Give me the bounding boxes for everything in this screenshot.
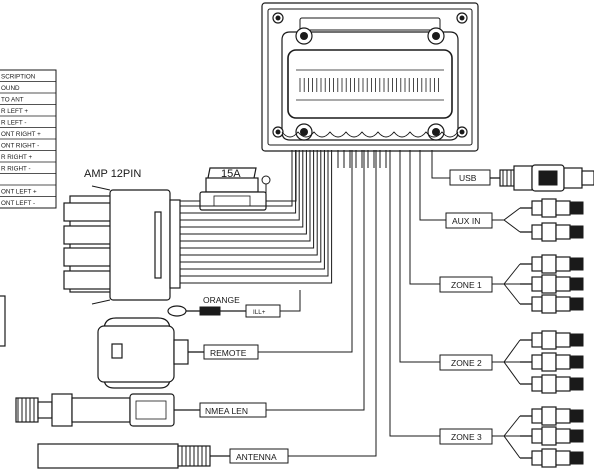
aux-label: AUX IN bbox=[452, 216, 480, 226]
remote-label: REMOTE bbox=[210, 348, 247, 358]
pin-row: R LEFT - bbox=[1, 120, 26, 127]
pin-table: SCRIPTION OUND TO ANT R LEFT + R LEFT - ONT R… bbox=[0, 69, 57, 209]
pin-row: SCRIPTION bbox=[1, 74, 36, 81]
fuse-label: 15A bbox=[221, 168, 241, 180]
zone2-label: ZONE 2 bbox=[451, 358, 482, 368]
usb-connector: USB bbox=[431, 150, 594, 192]
pin-row: R RIGHT - bbox=[1, 166, 31, 173]
pin-row: R LEFT + bbox=[1, 108, 28, 115]
rca-plug-icon bbox=[570, 225, 584, 239]
pin-row: ONT RIGHT - bbox=[1, 143, 39, 150]
pin-row: ONT LEFT + bbox=[1, 189, 37, 196]
pin-row: R RIGHT + bbox=[1, 154, 33, 161]
pin-row: TO ANT bbox=[1, 97, 24, 104]
rca-plug-icon bbox=[570, 333, 584, 347]
rca-plug-icon bbox=[570, 355, 584, 369]
head-unit bbox=[261, 2, 479, 152]
rca-plug-icon bbox=[570, 429, 584, 443]
remote-connector: REMOTE bbox=[97, 150, 353, 389]
aux-in: AUX IN bbox=[419, 150, 584, 242]
rca-plug-icon bbox=[570, 451, 584, 465]
wire-bundle bbox=[337, 150, 387, 168]
zone1: ZONE 1 bbox=[409, 150, 584, 314]
rca-plug-icon bbox=[570, 257, 584, 271]
antenna-connector: ANTENNA bbox=[37, 150, 377, 469]
rca-plug-icon bbox=[570, 409, 584, 423]
zone2: ZONE 2 bbox=[399, 150, 584, 394]
nmea-connector: NMEA LEN bbox=[15, 150, 365, 427]
fuse: 15A bbox=[199, 167, 271, 211]
antenna-label: ANTENNA bbox=[236, 452, 277, 462]
ill-label: ILL+ bbox=[253, 309, 266, 316]
zone1-label: ZONE 1 bbox=[451, 280, 482, 290]
pin-row: OUND bbox=[1, 85, 20, 92]
zone3-label: ZONE 3 bbox=[451, 432, 482, 442]
rca-plug-icon bbox=[570, 201, 584, 215]
amp-connector bbox=[63, 150, 333, 305]
usb-label: USB bbox=[459, 173, 477, 183]
rca-plug-icon bbox=[570, 297, 584, 311]
nmea-label: NMEA LEN bbox=[205, 406, 248, 416]
ill-wire: ORANGE ILL+ bbox=[167, 290, 301, 318]
rca-plug-icon bbox=[570, 377, 584, 391]
zone3: ZONE 3 bbox=[389, 150, 584, 468]
rca-plug-icon bbox=[570, 277, 584, 291]
orange-label: ORANGE bbox=[203, 295, 240, 305]
cropped-part bbox=[0, 295, 6, 347]
pin-row: ONT LEFT - bbox=[1, 200, 35, 207]
pin-row: ONT RIGHT + bbox=[1, 131, 41, 138]
amp-label: AMP 12PIN bbox=[84, 168, 141, 180]
